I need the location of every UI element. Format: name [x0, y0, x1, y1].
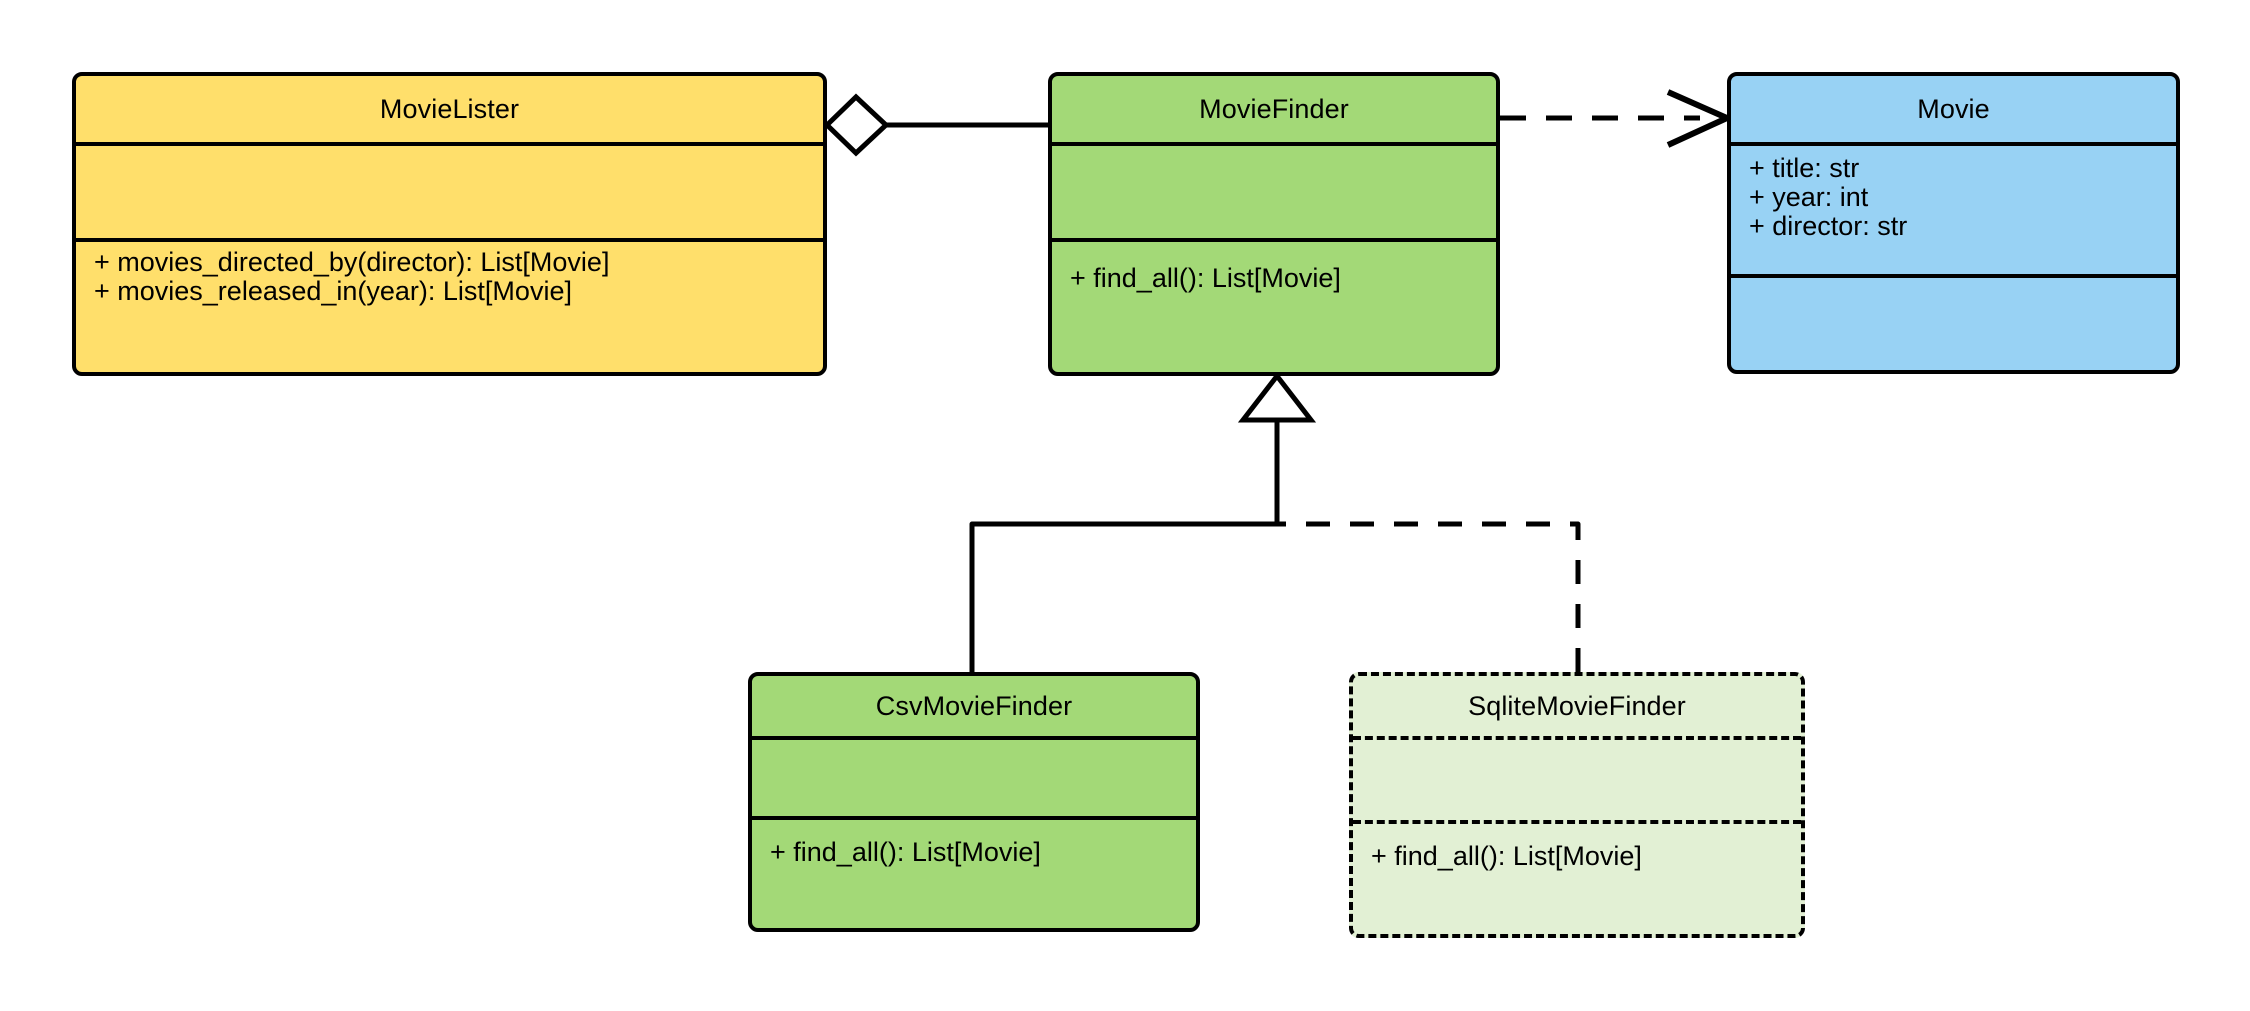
class-methods-movie-lister: + movies_directed_by(director): List[Mov… — [76, 238, 823, 372]
hollow-triangle-icon — [1237, 371, 1317, 423]
open-arrow-icon — [1666, 89, 1735, 148]
class-methods-movie — [1731, 274, 2176, 370]
method-line: + movies_directed_by(director): List[Mov… — [94, 247, 610, 277]
class-title-movie: Movie — [1917, 93, 1990, 124]
attribute-line: + year: int — [1749, 182, 1869, 213]
class-title-csv-movie-finder: CsvMovieFinder — [875, 690, 1073, 721]
method-line: + find_all(): List[Movie] — [1070, 263, 1341, 293]
class-attributes-movie: + title: str + year: int + director: str — [1731, 142, 2176, 274]
aggregation-connector — [823, 93, 1048, 157]
class-box-csv-movie-finder[interactable]: CsvMovieFinder + find_all(): List[Movie] — [748, 672, 1200, 932]
class-methods-csv-movie-finder: + find_all(): List[Movie] — [752, 816, 1196, 928]
generalization-sqlite-line — [1277, 521, 1581, 672]
class-box-sqlite-movie-finder[interactable]: SqliteMovieFinder + find_all(): List[Mov… — [1349, 672, 1805, 938]
class-title-movie-lister: MovieLister — [379, 93, 520, 124]
generalization-csv-line — [969, 420, 1280, 672]
class-attributes-csv-movie-finder — [752, 736, 1196, 816]
method-line: + movies_released_in(year): List[Movie] — [94, 276, 572, 307]
class-methods-movie-finder: + find_all(): List[Movie] — [1052, 238, 1496, 372]
hollow-diamond-icon — [823, 93, 890, 157]
class-title-sqlite-movie-finder: SqliteMovieFinder — [1468, 690, 1686, 721]
class-box-movie[interactable]: Movie + title: str + year: int + directo… — [1727, 72, 2180, 374]
class-box-movie-finder[interactable]: MovieFinder + find_all(): List[Movie] — [1048, 72, 1500, 376]
dependency-connector — [1500, 89, 1735, 148]
attribute-line: + title: str — [1749, 153, 1860, 183]
class-box-movie-lister[interactable]: MovieLister + movies_directed_by(directo… — [72, 72, 827, 376]
class-attributes-sqlite-movie-finder — [1353, 736, 1801, 820]
class-attributes-movie-lister — [76, 142, 823, 238]
class-methods-sqlite-movie-finder: + find_all(): List[Movie] — [1353, 820, 1801, 934]
attribute-line: + director: str — [1749, 211, 1908, 242]
class-title-movie-finder: MovieFinder — [1199, 93, 1349, 124]
generalization-sqlite-connector — [1277, 521, 1581, 672]
generalization-csv-connector — [969, 420, 1280, 672]
class-attributes-movie-finder — [1052, 142, 1496, 238]
method-line: + find_all(): List[Movie] — [1371, 841, 1642, 871]
method-line: + find_all(): List[Movie] — [770, 837, 1041, 867]
